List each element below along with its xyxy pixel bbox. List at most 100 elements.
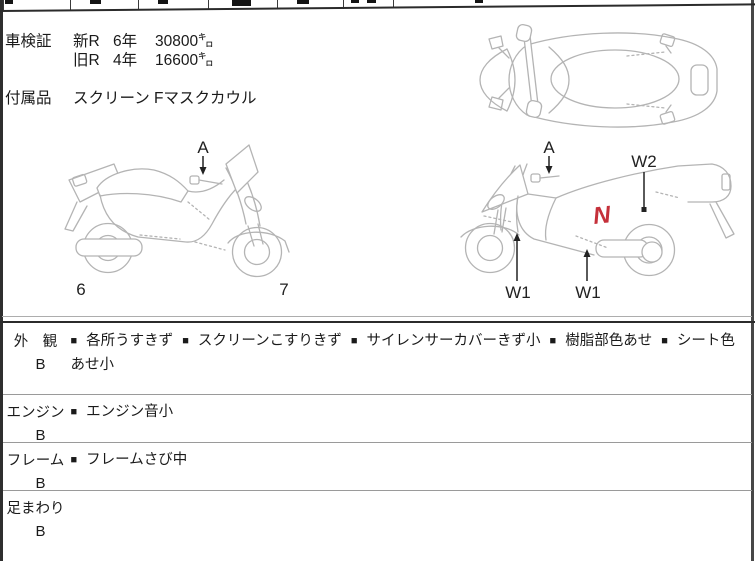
defect-item: ■ エンジン音小 — [70, 404, 174, 420]
defect-bullet-icon: ■ — [70, 335, 78, 347]
headlight — [244, 196, 262, 212]
section-items: ■ エンジン音小 — [69, 395, 753, 442]
table-divider — [138, 0, 140, 10]
condition-section-row: 外 観 B ■ 各所うすきず ■ スクリーンこすりきず ■ サイレンサーカバーきず小… — [2, 324, 753, 395]
defect-item: ■ サイレンサーカバーきず小 — [350, 333, 541, 349]
mirror — [189, 175, 200, 185]
tail-lamp — [71, 173, 88, 187]
condition-section-row: 足まわり B — [3, 491, 753, 561]
body-lower — [516, 195, 595, 256]
cutoff-text-remnant — [5, 0, 13, 4]
cutoff-text-remnant — [367, 0, 376, 3]
point-a-label: A — [197, 138, 209, 157]
mirror — [488, 96, 504, 111]
table-divider — [343, 0, 345, 9]
section-name: 足まわり — [6, 501, 65, 517]
motorcycle-top-view-diagram — [479, 23, 718, 128]
defect-item: ■ フレームさび中 — [70, 452, 188, 468]
condition-section-row: フレーム B ■ フレームさび中 — [2, 443, 753, 492]
defect-bullet-icon: ■ — [70, 454, 78, 466]
table-divider — [3, 0, 5, 11]
rear-fender — [709, 201, 735, 239]
handlebar-grip — [515, 23, 533, 43]
shaken-era: 新R — [73, 33, 100, 50]
seat — [550, 49, 680, 109]
shaken-era: 旧R — [73, 52, 100, 69]
windscreen — [481, 164, 529, 213]
defect-bullet-icon: ■ — [350, 335, 358, 347]
condition-sections: 外 観 B ■ 各所うすきず ■ スクリーンこすりきず ■ サイレンサーカバーきず小… — [2, 324, 753, 561]
accessories-label: 付属品 — [5, 90, 52, 107]
seam-dotted — [655, 191, 681, 199]
section-items: ■ 各所うすきず ■ スクリーンこすりきず ■ サイレンサーカバーきず小 ■ 樹脂部色… — [69, 324, 753, 394]
defect-bullet-icon: ■ — [661, 335, 668, 347]
defect-bullet-icon: ■ — [549, 335, 557, 347]
annotations: A W2 N W1 W1 — [505, 138, 657, 302]
seat — [96, 168, 189, 203]
w1-label: W1 — [505, 283, 531, 302]
defect-bullet-icon: ■ — [182, 335, 189, 347]
cutoff-text-remnant — [232, 0, 251, 6]
point-a-label: A — [543, 138, 555, 157]
cutoff-text-remnant — [90, 0, 101, 4]
windscreen — [225, 144, 259, 194]
body-lower — [99, 187, 238, 243]
seam-dotted — [483, 215, 513, 223]
annotations: A 6 7 — [76, 138, 288, 299]
seam-dotted — [139, 234, 181, 240]
section-name: 外 観 — [13, 334, 58, 350]
shaken-row-new: 新R 6年 30800㌔ — [73, 29, 214, 51]
section-items: ■ フレームさび中 — [69, 443, 753, 490]
front-wheel-number: 7 — [279, 280, 288, 299]
body-mid — [527, 193, 557, 241]
sheet-left-border — [0, 0, 3, 561]
front-fender — [460, 225, 520, 238]
mirror — [530, 173, 541, 183]
cutoff-text-remnant — [475, 0, 483, 3]
section-items — [69, 491, 753, 561]
cutoff-text-remnant — [158, 0, 168, 4]
headlight — [487, 194, 505, 210]
table-divider — [70, 0, 72, 11]
section-grade: B — [35, 356, 46, 373]
section-label-column: エンジン B — [3, 395, 69, 444]
muffler-end — [641, 241, 663, 263]
n-defect-mark: N — [592, 201, 613, 230]
front-wheel — [464, 222, 516, 274]
rear-box — [690, 64, 709, 96]
cutoff-text-remnant — [297, 0, 309, 4]
shaken-year: 4年 — [113, 52, 138, 69]
shaken-label: 車検証 — [5, 33, 52, 50]
mirror-bar — [198, 179, 223, 185]
table-divider — [277, 0, 279, 9]
section-label-column: フレーム B — [3, 443, 69, 492]
defect-item: ■ スクリーンこすりきず — [182, 333, 342, 349]
table-divider — [208, 0, 210, 10]
sections-top-border — [0, 321, 755, 324]
swingarm — [595, 239, 649, 258]
mirror-bar — [539, 175, 560, 179]
w1-label: W1 — [575, 283, 601, 302]
front-wheel — [231, 226, 283, 278]
neck-line — [548, 46, 570, 114]
rear-wheel-number: 6 — [76, 280, 85, 299]
turn-signal — [659, 110, 676, 125]
defect-item: ■ シート色あせ小 — [70, 333, 735, 373]
motorcycle-side-view-left-diagram: A 6 7 — [64, 138, 290, 299]
section-grade: B — [35, 523, 46, 540]
body-mid — [187, 179, 225, 193]
turn-signal — [659, 33, 676, 48]
defect-item: ■ 樹脂部色あせ — [549, 333, 653, 349]
table-bottom-border — [0, 3, 755, 12]
shaken-year: 6年 — [113, 33, 138, 50]
section-grade: B — [35, 475, 46, 492]
front-cowl-inner — [506, 48, 516, 112]
shaken-distance: 16600㌔ — [155, 52, 214, 69]
defect-item: ■ 各所うすきず — [70, 333, 174, 349]
shaken-row-old: 旧R 4年 16600㌔ — [73, 48, 214, 70]
section-label-column: 外 観 B — [3, 324, 69, 394]
section-grade: B — [35, 427, 46, 444]
rear-fender — [64, 201, 88, 232]
section-label-column: 足まわり B — [3, 491, 69, 561]
